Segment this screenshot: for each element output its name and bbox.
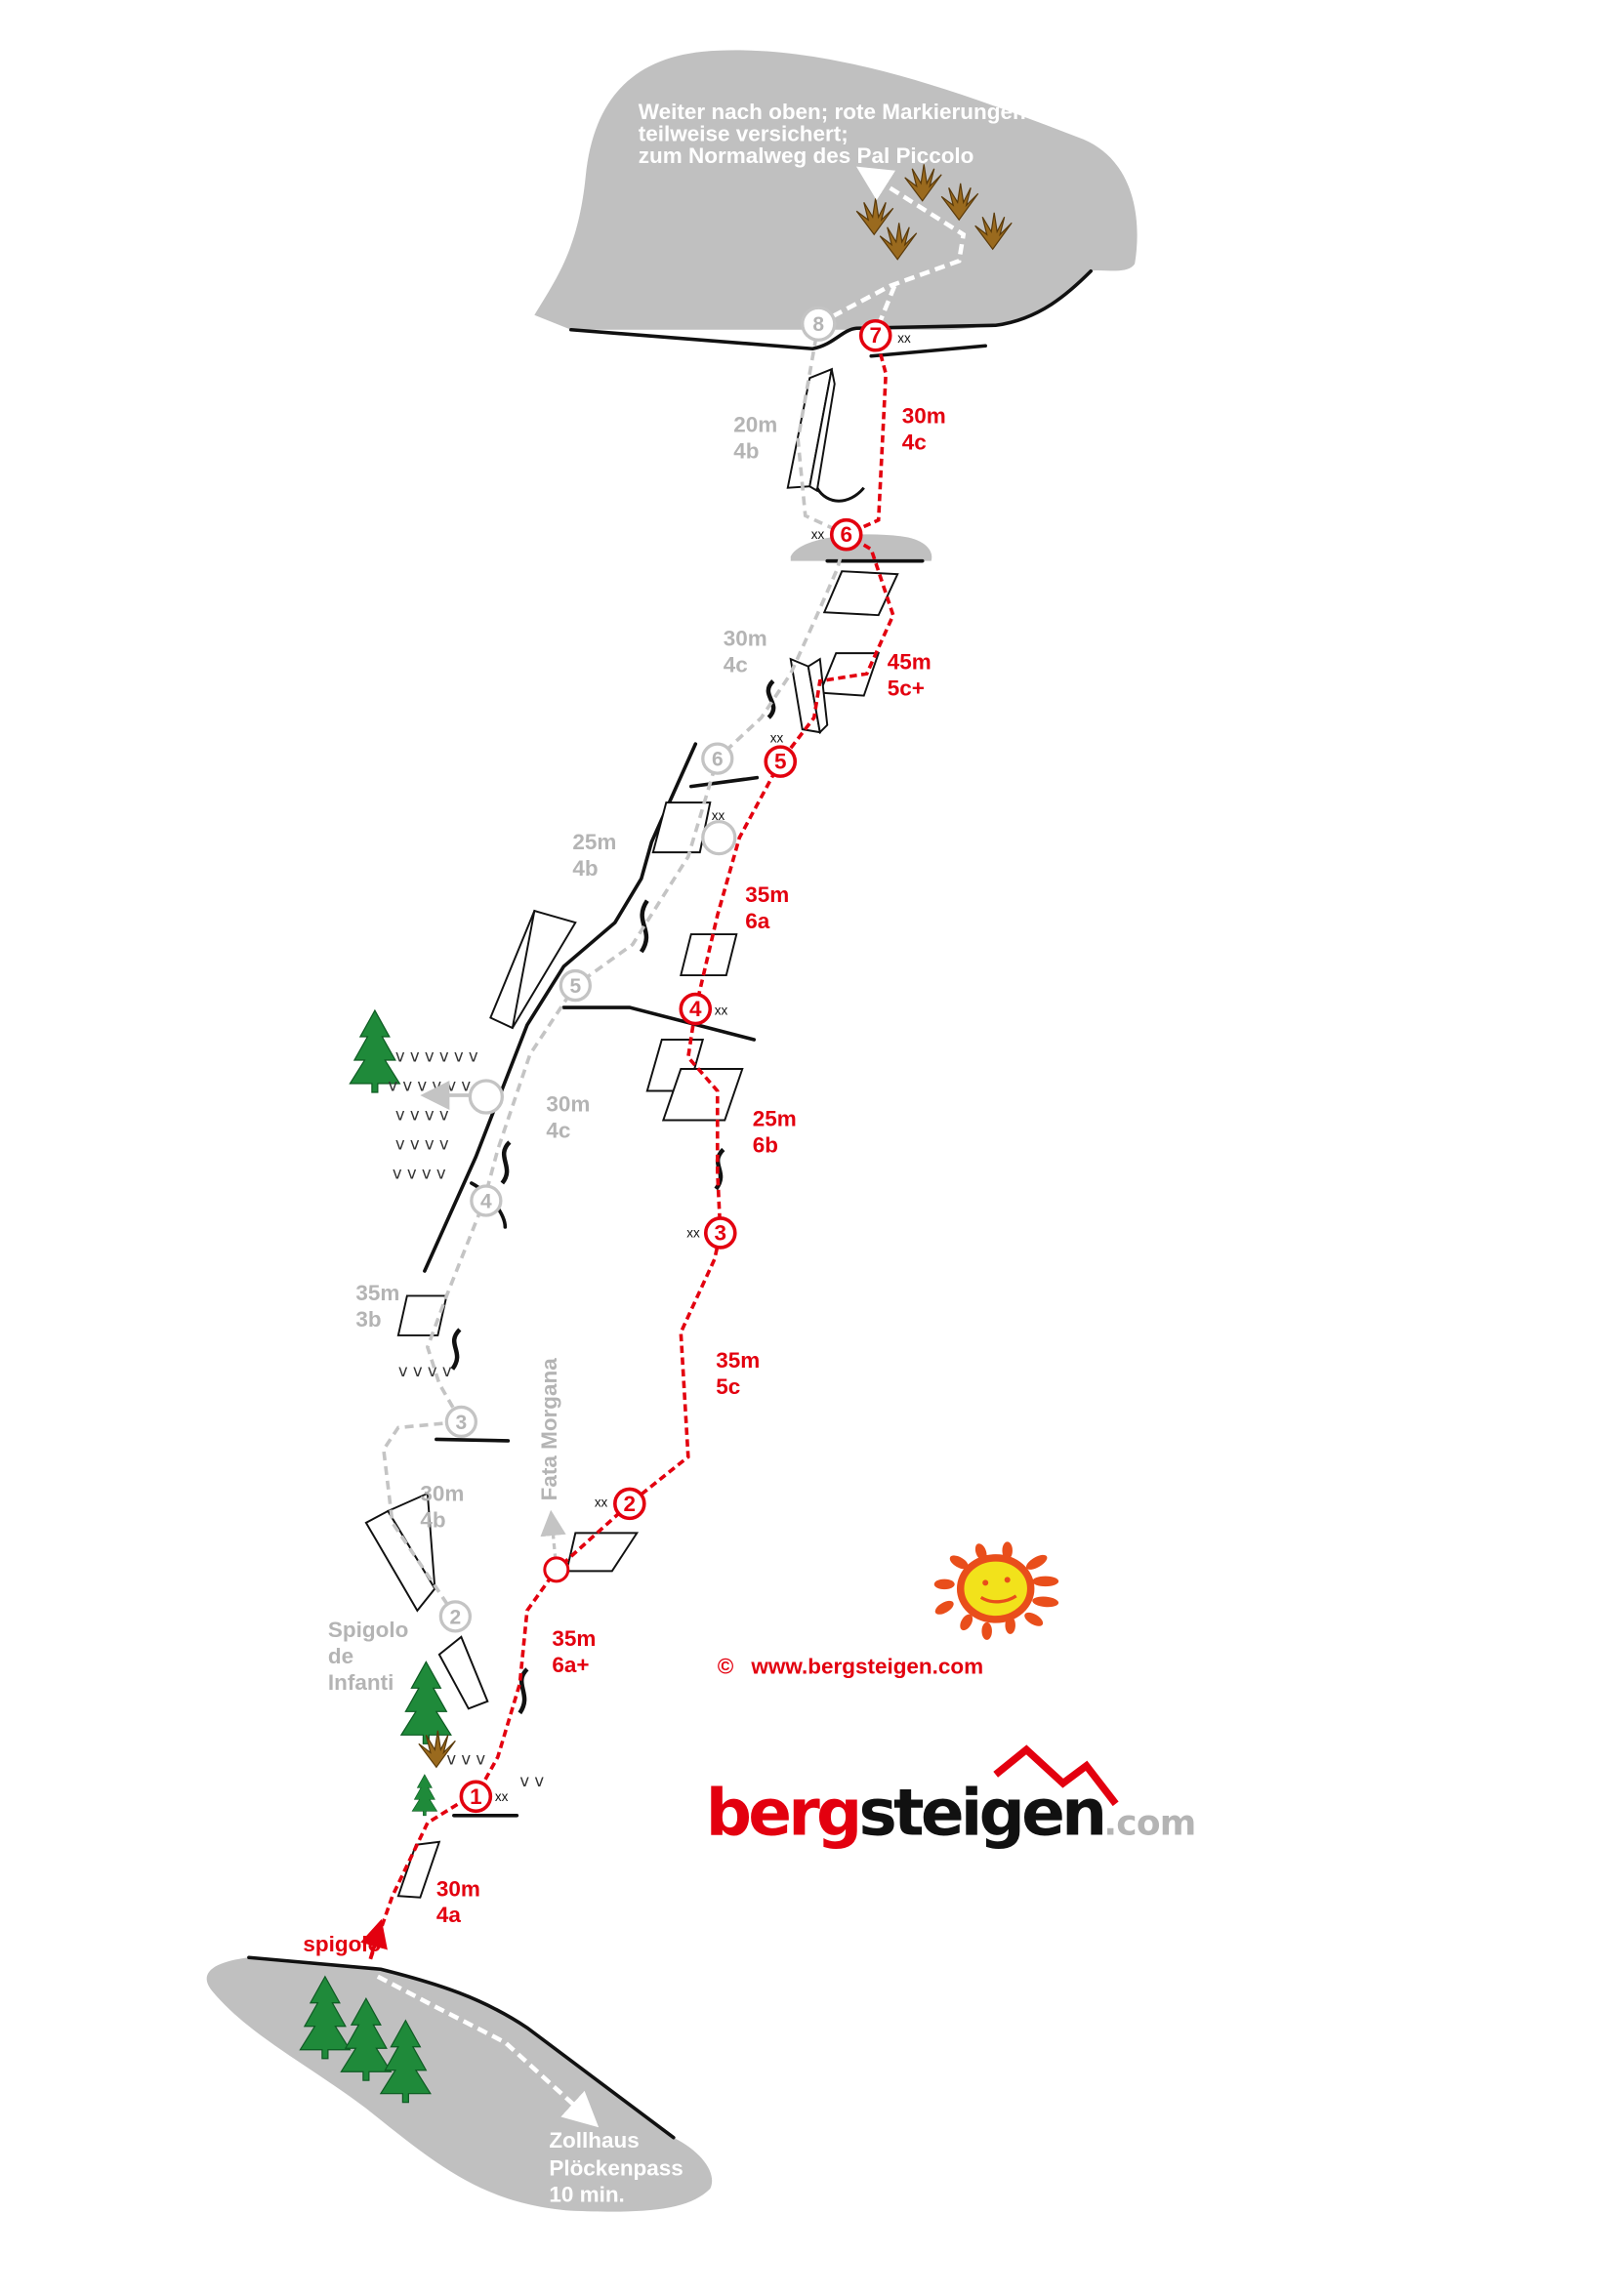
svg-text:3: 3 — [715, 1220, 727, 1245]
note-line: Weiter nach oben; rote Markierungen — [639, 100, 1026, 124]
gray-belay-6: 6 — [701, 742, 734, 775]
gray-belay-2: 2 — [438, 1600, 473, 1633]
descent-label: Zollhaus Plöckenpass 10 min. — [549, 2128, 689, 2206]
red-belay-1: 1 — [459, 1780, 493, 1814]
svg-text:xx: xx — [686, 1225, 700, 1240]
svg-text:4: 4 — [689, 997, 702, 1021]
start-label: spigolo — [303, 1932, 381, 1956]
red-belay-4: 4 — [679, 992, 713, 1026]
note-line: teilweise versichert; — [639, 121, 849, 145]
gray-route — [382, 323, 849, 1618]
start-arrow — [360, 1918, 388, 1960]
svg-text:xx: xx — [811, 527, 825, 542]
svg-text:2: 2 — [624, 1492, 637, 1516]
summit-ledge — [569, 268, 1093, 351]
svg-text:8: 8 — [812, 313, 824, 336]
svg-text:6: 6 — [840, 522, 852, 547]
gray-belay-4: 4 — [470, 1184, 503, 1217]
svg-text:5: 5 — [569, 975, 581, 998]
sun-logo — [933, 1541, 1059, 1640]
svg-text:4: 4 — [480, 1190, 492, 1212]
svg-text:v v v v: v v v v — [398, 1362, 452, 1380]
svg-text:v v v: v v v — [446, 1749, 485, 1768]
belay-6-ledge — [790, 534, 932, 561]
svg-text:xx: xx — [715, 1004, 728, 1018]
red-belay-7: 7 — [858, 318, 892, 352]
variant-label: Fata Morgana — [537, 1358, 561, 1501]
svg-text:1: 1 — [470, 1784, 482, 1809]
approach-path — [376, 1974, 600, 2128]
svg-text:v v v v: v v v v — [395, 1134, 449, 1153]
svg-text:3: 3 — [456, 1412, 468, 1434]
rock-features — [364, 367, 899, 1899]
red-route — [368, 335, 895, 1960]
svg-text:5: 5 — [774, 750, 787, 774]
svg-text:xx: xx — [712, 808, 725, 823]
svg-text:v v v v v v: v v v v v v — [388, 1077, 471, 1095]
wall-edge — [423, 742, 698, 1273]
gray-belay-8: 8 — [801, 306, 837, 342]
gray-belay-3: 3 — [444, 1405, 478, 1439]
red-belay-5: 5 — [764, 745, 798, 778]
svg-text:v v v v v v: v v v v v v — [395, 1047, 478, 1066]
svg-text:v v: v v — [519, 1772, 544, 1790]
exit-path — [817, 166, 967, 326]
red-belay-6: 6 — [829, 517, 863, 552]
svg-text:v v v v: v v v v — [393, 1164, 446, 1182]
summit-rock — [534, 50, 1138, 330]
svg-text:6: 6 — [712, 749, 724, 771]
summit-note: Weiter nach oben; rote Markierungen teil… — [639, 100, 1032, 168]
gray-belay-5: 5 — [559, 968, 592, 1003]
ledge-7 — [869, 344, 987, 358]
svg-text:xx: xx — [897, 331, 911, 346]
svg-text:v v v v: v v v v — [395, 1106, 449, 1125]
svg-text:xx: xx — [595, 1495, 608, 1509]
copyright-text: ©www.bergsteigen.com — [718, 1654, 983, 1678]
svg-text:xx: xx — [770, 731, 784, 746]
red-belay-2: 2 — [613, 1487, 646, 1521]
variant-arrow — [540, 1509, 566, 1571]
svg-text:7: 7 — [869, 323, 882, 348]
svg-text:2: 2 — [450, 1606, 462, 1628]
brand-logo: bergsteigen.com — [706, 1744, 1196, 1850]
note-line: zum Normalweg des Pal Piccolo — [639, 144, 974, 168]
bolt-markers: xx xx xx xx xx xx xx xx — [495, 331, 911, 1804]
red-belay-3: 3 — [703, 1216, 737, 1250]
svg-text:xx: xx — [495, 1789, 509, 1804]
svg-text:bergsteigen.com: bergsteigen.com — [706, 1775, 1196, 1850]
